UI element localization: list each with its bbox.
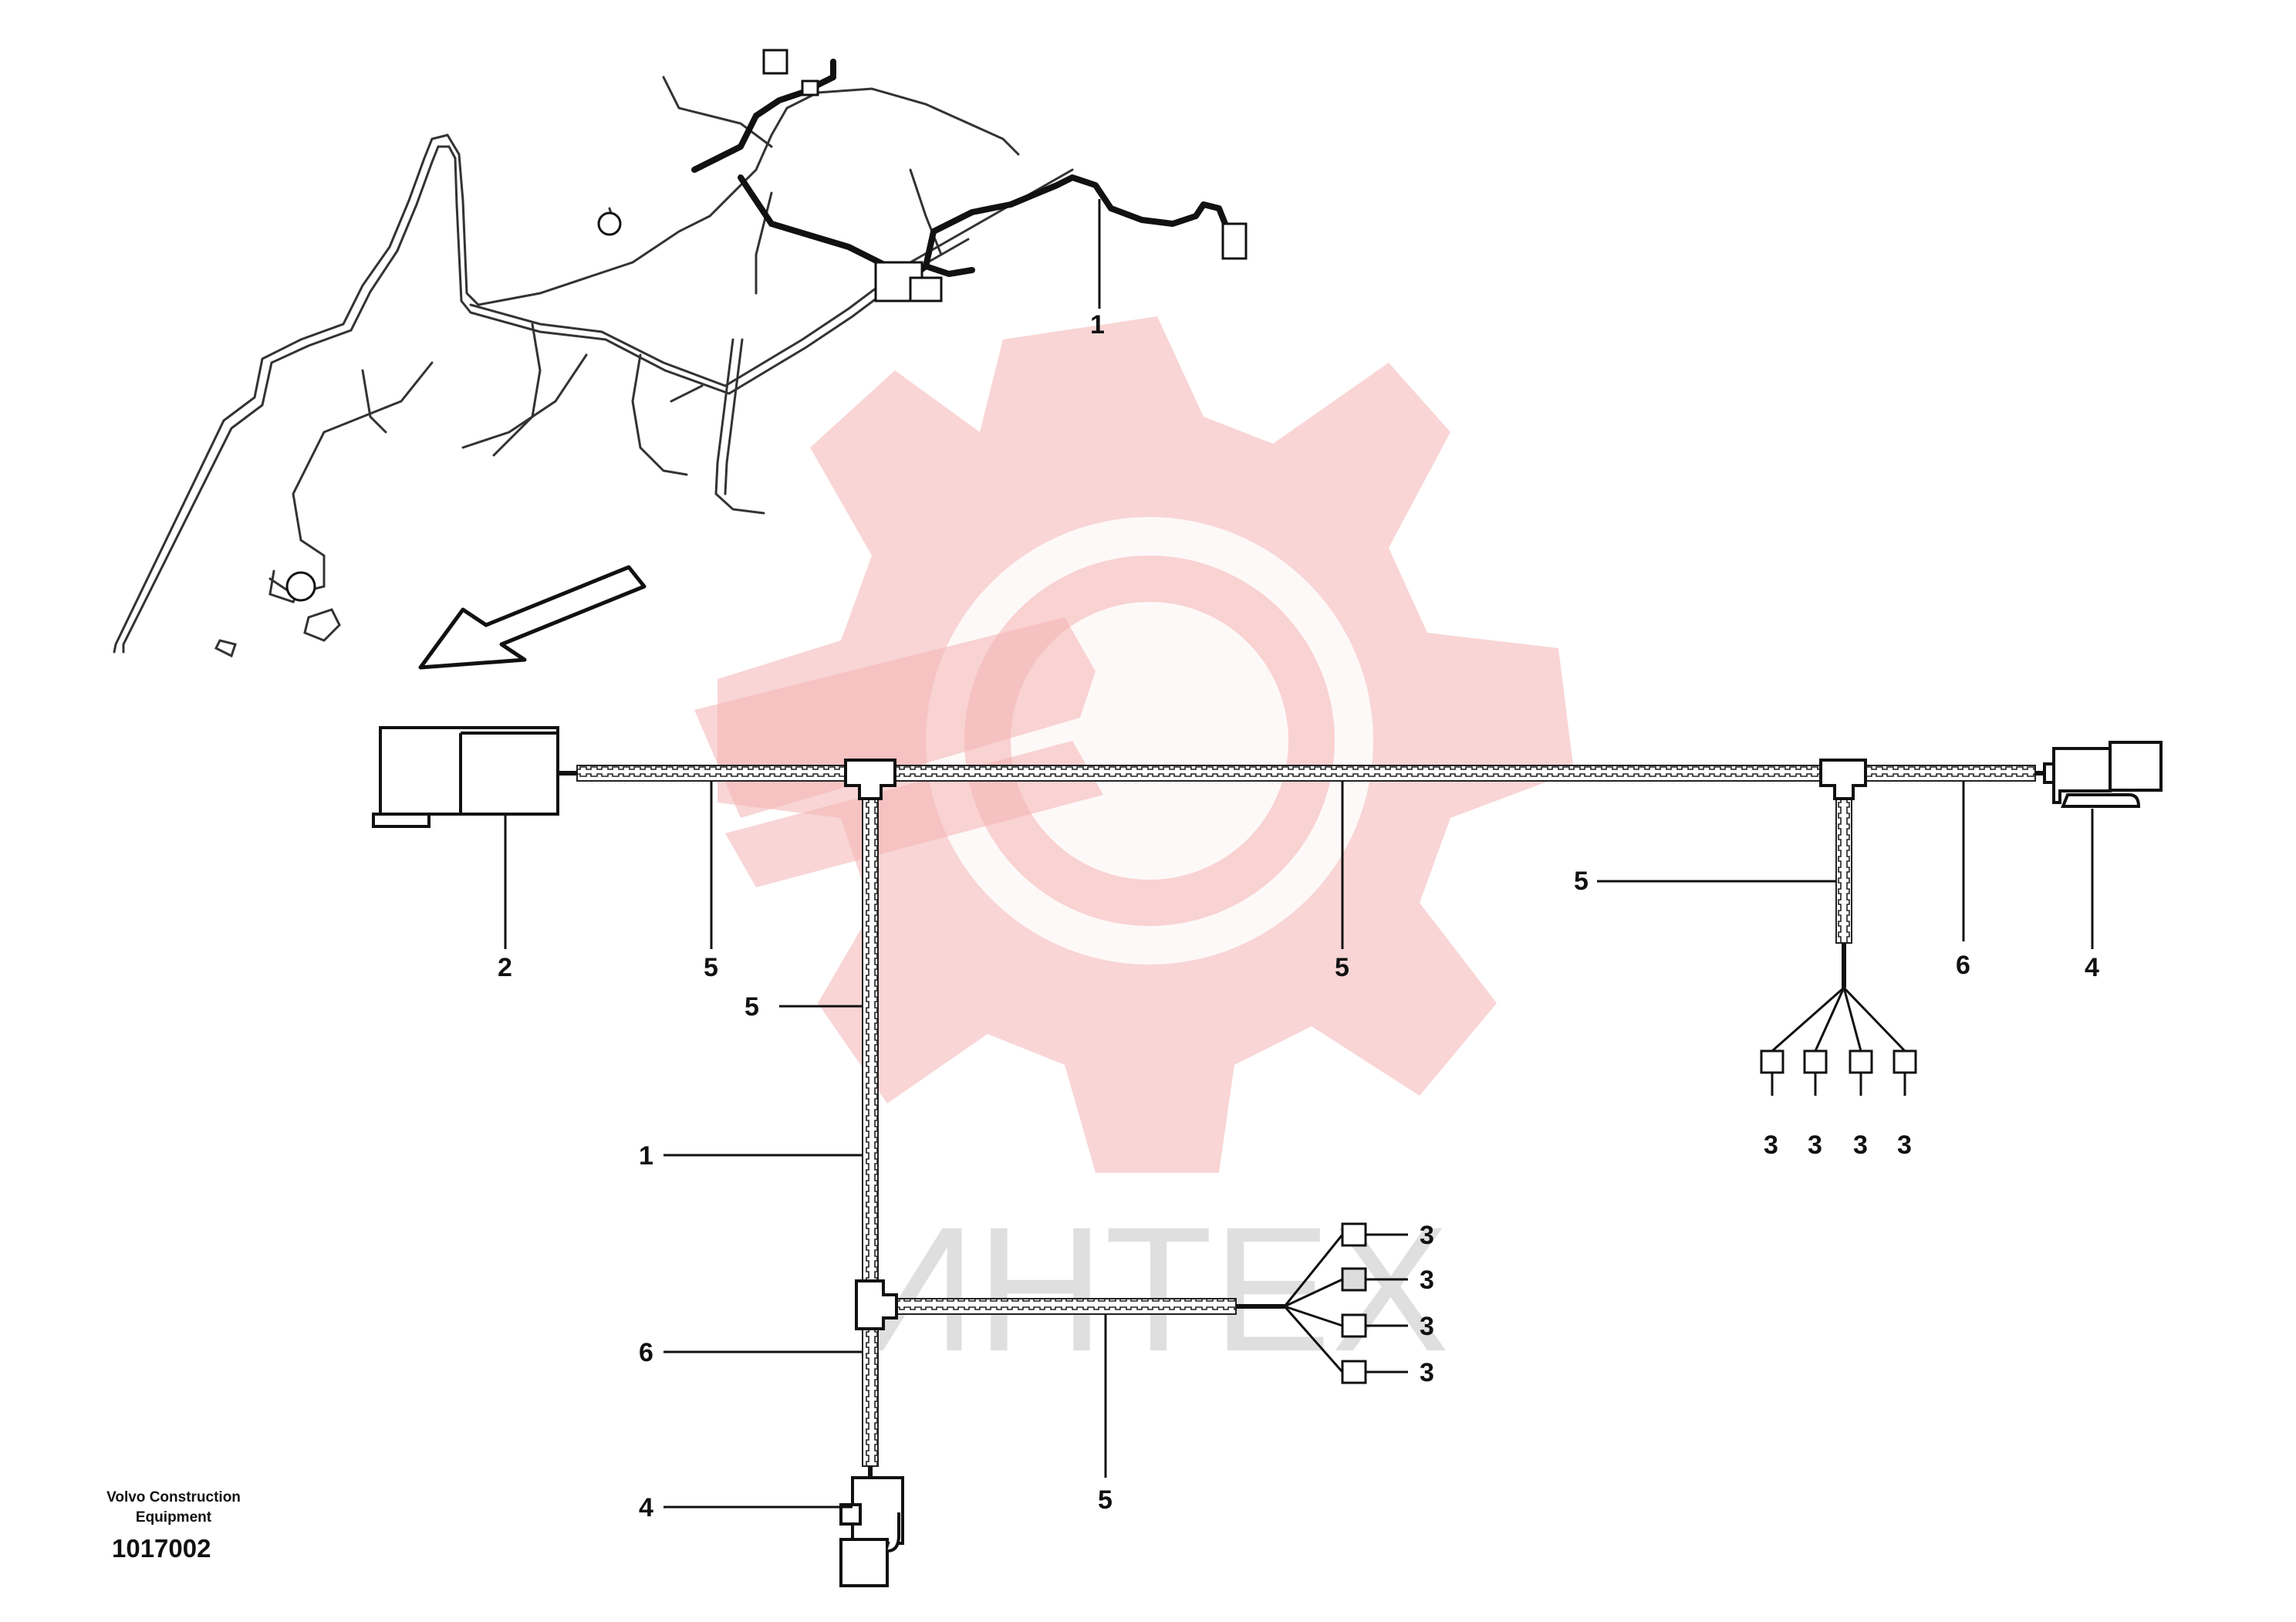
callout-terminal-b4: 3 bbox=[1420, 1358, 1434, 1387]
callout-terminal-b2: 3 bbox=[1420, 1265, 1434, 1295]
conduit-top-main bbox=[894, 765, 1822, 782]
callout-right-connector: 4 bbox=[2085, 953, 2099, 982]
callout-main-harness: 1 bbox=[1090, 310, 1105, 340]
callout-bottom-connector: 4 bbox=[639, 1493, 653, 1522]
callout-left-connector: 2 bbox=[498, 953, 512, 982]
junctions bbox=[844, 759, 1867, 1330]
conduit-vertical-main bbox=[862, 796, 879, 1282]
brand-line2: Equipment bbox=[135, 1509, 212, 1526]
terminal-r2 bbox=[1803, 1049, 1828, 1074]
connector-4-right bbox=[2035, 741, 2163, 808]
callout-terminal-r4: 3 bbox=[1897, 1130, 1912, 1160]
terminal-r3 bbox=[1849, 1049, 1873, 1074]
conduit-right-end bbox=[1865, 765, 2036, 782]
terminal-b1 bbox=[1341, 1222, 1367, 1247]
callout-seg-vertical-upper: 5 bbox=[745, 992, 759, 1022]
callout-seg-left: 5 bbox=[704, 953, 718, 982]
conduit-vertical-lower bbox=[862, 1328, 879, 1467]
callout-seg-vertical-lower: 6 bbox=[639, 1338, 653, 1367]
harness-overview-sketch bbox=[113, 76, 1074, 658]
callout-seg-mid: 5 bbox=[1335, 953, 1349, 982]
callout-terminal-r2: 3 bbox=[1808, 1130, 1822, 1160]
terminal-b3 bbox=[1341, 1313, 1367, 1338]
footer: Volvo Construction Equipment 1017002 bbox=[81, 1488, 266, 1563]
harness-overview-connectors bbox=[285, 49, 1248, 602]
harness-overview-highlight bbox=[691, 59, 1237, 281]
terminal-r4 bbox=[1893, 1049, 1917, 1074]
callout-terminal-r3: 3 bbox=[1853, 1130, 1868, 1160]
callout-terminal-r1: 3 bbox=[1764, 1130, 1778, 1160]
junction-top-right bbox=[1819, 759, 1867, 800]
connector-2 bbox=[372, 726, 577, 828]
watermark: ИНТЕХ bbox=[694, 316, 1574, 1388]
terminal-b4 bbox=[1341, 1360, 1367, 1384]
callouts: 1 2 5 5 6 4 5 5 1 6 4 5 3 3 3 3 3 3 3 3 bbox=[498, 310, 2099, 1522]
terminals-right bbox=[1760, 943, 1917, 1096]
callout-seg-right-drop: 5 bbox=[1574, 867, 1589, 896]
junction-lower bbox=[855, 1279, 898, 1330]
watermark-wrench-icon bbox=[694, 617, 1103, 887]
terminal-r1 bbox=[1760, 1049, 1784, 1074]
callout-seg-right-end: 6 bbox=[1956, 951, 1970, 980]
callout-seg-vertical-body: 1 bbox=[639, 1141, 653, 1171]
junction-top-left bbox=[844, 759, 896, 800]
conduit-left bbox=[576, 765, 846, 782]
brand-line1: Volvo Construction bbox=[106, 1489, 241, 1505]
leader-lines bbox=[504, 199, 2094, 1509]
conduit-right-drop bbox=[1835, 796, 1852, 944]
part-number: 1017002 bbox=[112, 1534, 211, 1563]
connector-4-bottom bbox=[839, 1466, 904, 1587]
conduit-bottom-branch bbox=[896, 1298, 1237, 1315]
callout-seg-bottom-branch: 5 bbox=[1098, 1485, 1113, 1515]
terminal-b2 bbox=[1341, 1267, 1367, 1292]
callout-terminal-b3: 3 bbox=[1420, 1312, 1434, 1341]
callout-terminal-b1: 3 bbox=[1420, 1221, 1434, 1250]
terminals-bottom bbox=[1236, 1222, 1408, 1384]
view-direction-arrow-icon bbox=[418, 565, 647, 670]
